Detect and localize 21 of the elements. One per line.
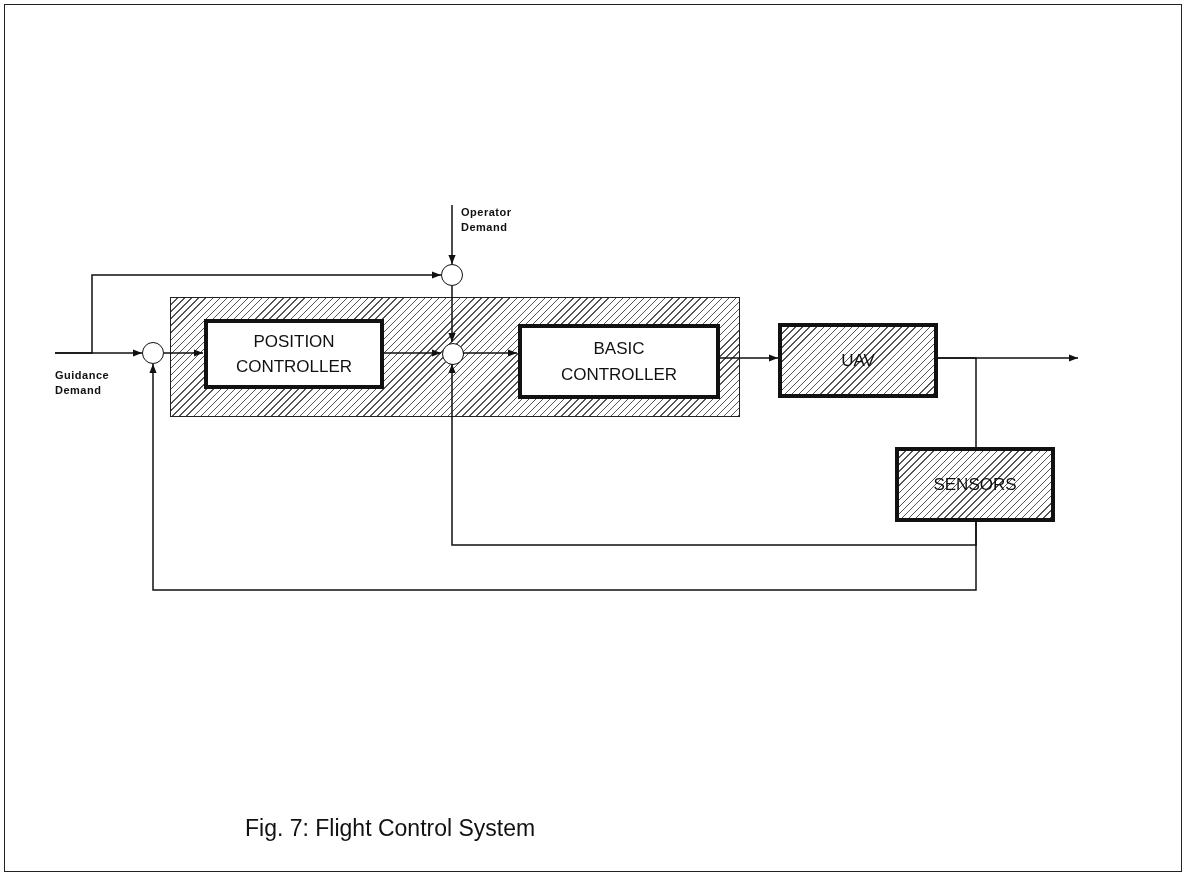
signal-arrow — [448, 285, 456, 343]
summing-junction — [142, 342, 164, 364]
signal-arrow — [163, 349, 204, 357]
controller-block — [518, 324, 720, 399]
controller-block — [204, 319, 384, 389]
block-label: POSITION CONTROLLER — [234, 330, 354, 378]
block-label: Operator Demand — [461, 205, 513, 235]
summing-junction — [441, 264, 463, 286]
plant-block — [778, 323, 938, 398]
signal-arrow — [54, 271, 442, 354]
signal-arrow — [448, 204, 456, 265]
signal-arrow — [718, 354, 779, 362]
hatched-group-band — [170, 297, 740, 417]
block-label: BASIC CONTROLLER — [559, 338, 679, 386]
figure-caption: Fig. 7: Flight Control System — [245, 815, 536, 842]
signal-arrow — [462, 349, 518, 357]
block-label: Guidance Demand — [55, 368, 111, 398]
signal-arrow — [448, 363, 977, 546]
summing-junction — [442, 343, 464, 365]
sensor-block — [895, 447, 1055, 522]
signal-arrow — [149, 363, 977, 591]
